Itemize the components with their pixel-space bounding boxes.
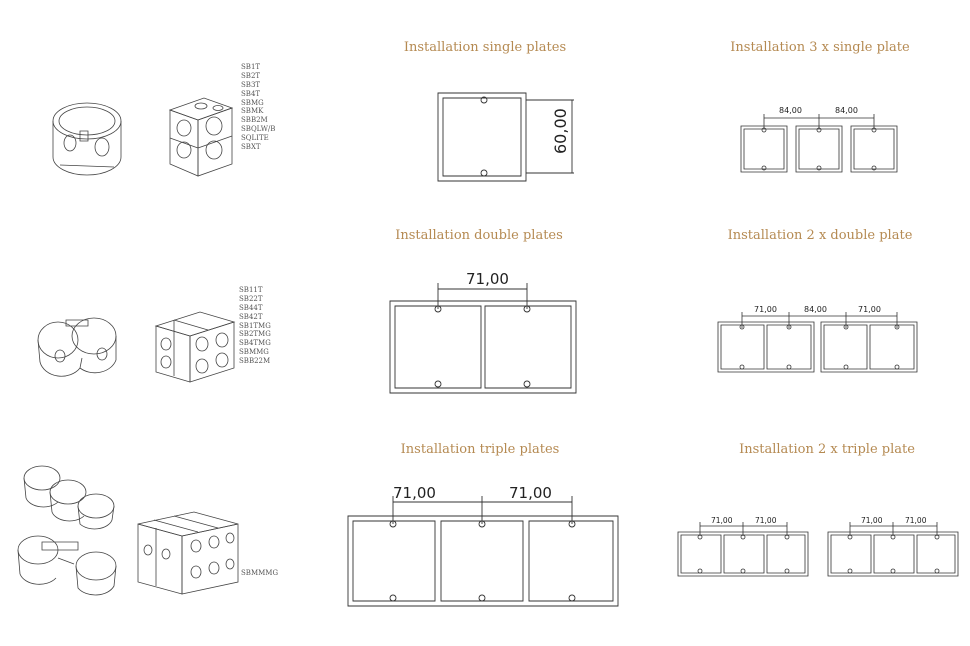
triple-dim-b: 71,00 <box>509 484 552 502</box>
product-code: SBMMG <box>239 348 269 357</box>
two-triple-right-dim-a: 71,00 <box>861 516 883 525</box>
two-double-plate-diagram: 71,00 84,00 71,00 <box>713 305 923 376</box>
product-code: SBMG <box>241 98 264 107</box>
product-code: SB11T <box>239 286 263 294</box>
title-double-plates: Installation double plates <box>395 228 563 243</box>
product-code: SBQLW/B <box>241 125 276 134</box>
two-triple-plate-right-diagram: 71,00 71,00 <box>825 516 965 580</box>
title-2x-triple-plate: Installation 2 x triple plate <box>739 442 915 457</box>
product-code: SB4TMG <box>239 339 271 348</box>
product-code: SB44T <box>239 303 263 312</box>
title-single-plates: Installation single plates <box>403 40 567 55</box>
product-code: SBMK <box>241 107 264 116</box>
product-code: SB42T <box>239 312 263 321</box>
three-single-dim-b: 84,00 <box>835 106 858 115</box>
product-code: SB22T <box>239 294 263 303</box>
product-code: SB4T <box>241 89 261 98</box>
product-code: SBMMMG <box>241 569 279 577</box>
two-triple-left-dim-a: 71,00 <box>711 516 733 525</box>
title-3x-single-plate: Installation 3 x single plate <box>730 40 910 55</box>
product-code: SBXT <box>241 143 261 152</box>
product-code: SB1T <box>241 63 261 71</box>
double-plate-diagram: 71,00 <box>388 270 580 397</box>
two-triple-right-dim-b: 71,00 <box>905 516 927 525</box>
product-code: SB2T <box>241 71 261 80</box>
two-double-dim-c: 71,00 <box>858 305 881 314</box>
product-code: SB2TMG <box>239 330 271 339</box>
product-code: SB3T <box>241 80 261 89</box>
double-width-dimension: 71,00 <box>466 270 509 288</box>
square-double-box-illustration <box>150 308 240 388</box>
two-triple-left-dim-b: 71,00 <box>755 516 777 525</box>
title-triple-plates: Installation triple plates <box>400 442 560 457</box>
product-codes-triple: SBMMMG <box>241 569 278 578</box>
title-2x-double-plate: Installation 2 x double plate <box>727 228 913 243</box>
three-single-dim-a: 84,00 <box>779 106 802 115</box>
single-height-dimension: 60,00 <box>551 108 570 154</box>
square-single-box-illustration <box>160 88 238 186</box>
triple-plate-diagram: 71,00 71,00 <box>345 484 621 612</box>
product-code: SBB22M <box>239 357 271 366</box>
round-double-box-illustration <box>30 310 125 390</box>
square-triple-box-illustration <box>134 510 244 600</box>
product-code: SQLITE <box>241 134 269 143</box>
two-double-dim-b: 84,00 <box>804 305 827 314</box>
triple-dim-a: 71,00 <box>393 484 436 502</box>
round-triple-box-illustration <box>12 458 122 608</box>
round-single-box-illustration <box>40 95 130 190</box>
three-single-plate-diagram: 84,00 84,00 <box>735 106 905 178</box>
two-triple-plate-left-diagram: 71,00 71,00 <box>675 516 815 580</box>
product-code: SB1TMG <box>239 321 271 330</box>
product-code: SBB2M <box>241 116 268 125</box>
single-plate-diagram: 60,00 <box>430 88 580 188</box>
two-double-dim-a: 71,00 <box>754 305 777 314</box>
